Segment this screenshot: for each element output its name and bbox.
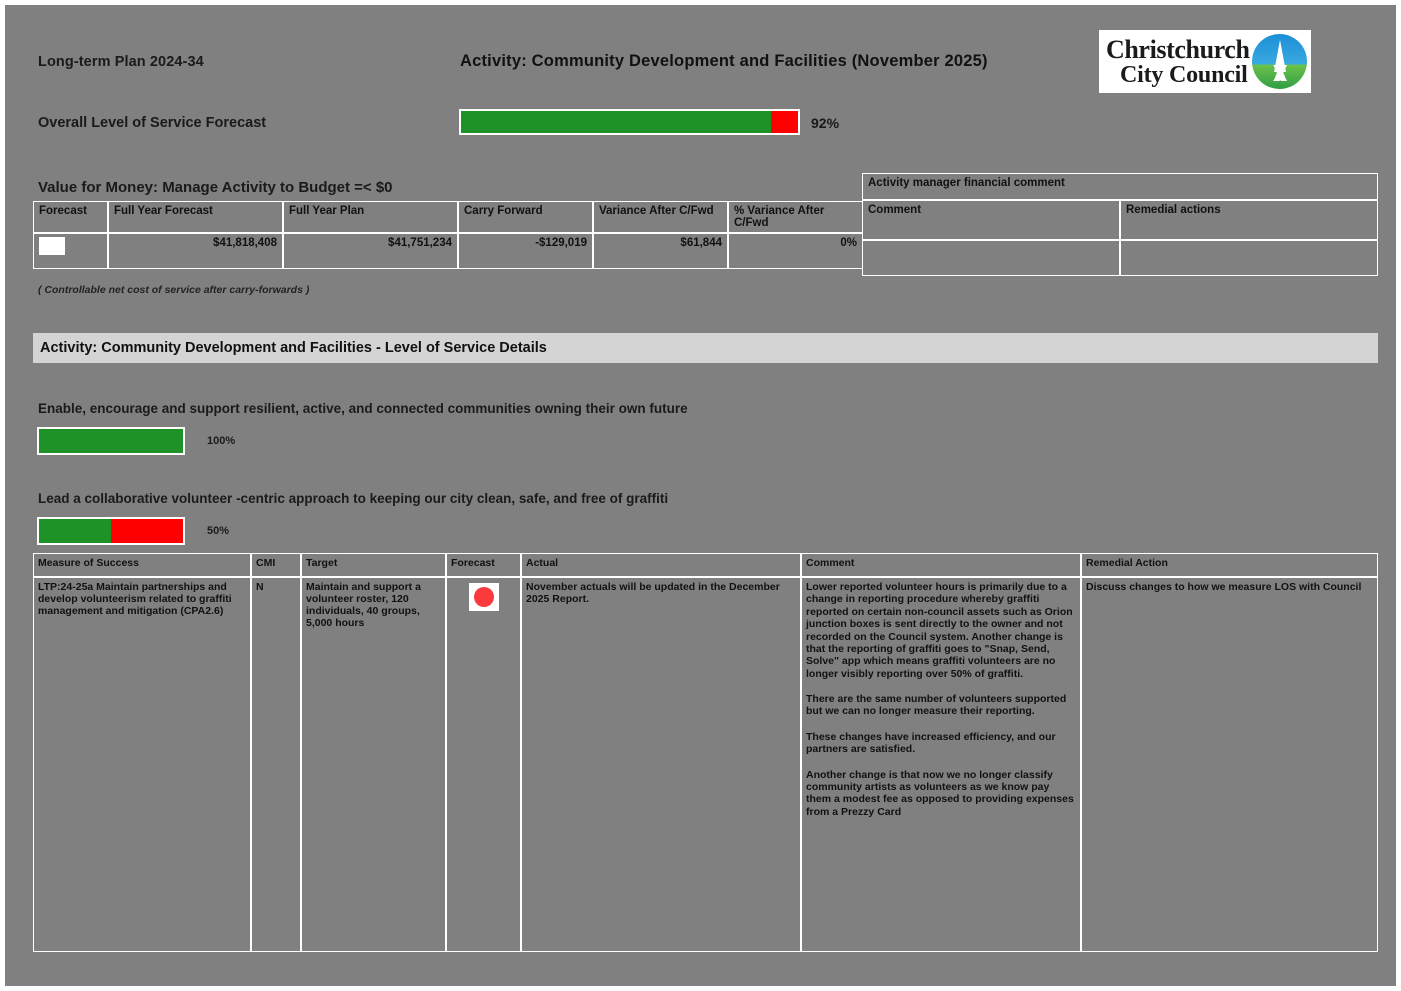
progress-red-segment	[771, 111, 798, 133]
col-carry-forward: Carry Forward	[458, 201, 593, 233]
comment-paragraph: Lower reported volunteer hours is primar…	[806, 581, 1073, 680]
logo-line-1: Christchurch	[1106, 34, 1250, 64]
los-group-2-heading: Lead a collaborative volunteer -centric …	[38, 491, 669, 506]
los-group-1-percent: 100%	[207, 435, 236, 447]
cell-actual: November actuals will be updated in the …	[521, 577, 801, 952]
section-band: Activity: Community Development and Faci…	[33, 333, 1378, 363]
cell-forecast-status	[33, 233, 108, 269]
progress-green-segment	[39, 429, 183, 453]
overall-los-percent: 92%	[811, 115, 840, 131]
col-target: Target	[301, 553, 446, 577]
page-title: Activity: Community Development and Faci…	[460, 52, 988, 70]
manager-panel-header-row: Comment Remedial actions	[862, 200, 1378, 240]
plan-label: Long-term Plan 2024-34	[38, 54, 204, 70]
cell-manager-remedial[interactable]	[1120, 240, 1378, 276]
cell-comment: Lower reported volunteer hours is primar…	[801, 577, 1081, 952]
comment-paragraph: These changes have increased efficiency,…	[806, 730, 1056, 756]
manager-panel-title-row: Activity manager financial comment	[862, 173, 1378, 200]
value-for-money-title: Value for Money: Manage Activity to Budg…	[38, 179, 393, 196]
cell-full-year-forecast: $41,818,408	[108, 233, 283, 269]
cell-pct-variance-after-cfwd: 0%	[728, 233, 863, 269]
cell-full-year-plan: $41,751,234	[283, 233, 458, 269]
comment-paragraph: Another change is that now we no longer …	[806, 768, 1074, 818]
value-for-money-note: ( Controllable net cost of service after…	[38, 284, 310, 296]
measures-table-wrapper: Measure of Success CMI Target Forecast A…	[33, 553, 1378, 952]
value-for-money-table: Forecast Full Year Forecast Full Year Pl…	[33, 201, 863, 269]
los-group-2-progress-bar	[37, 517, 185, 545]
cell-forecast-status	[446, 577, 521, 952]
status-dot	[473, 587, 494, 607]
col-measure-of-success: Measure of Success	[33, 553, 251, 577]
progress-green-segment	[461, 111, 772, 133]
cell-cmi: N	[251, 577, 301, 952]
measures-table: Measure of Success CMI Target Forecast A…	[33, 553, 1378, 952]
cell-target: Maintain and support a volunteer roster,…	[301, 577, 446, 952]
progress-green-segment	[39, 519, 111, 543]
los-group-1-heading: Enable, encourage and support resilient,…	[38, 401, 688, 416]
col-comment: Comment	[862, 200, 1120, 240]
section-band-title: Activity: Community Development and Faci…	[40, 340, 547, 356]
col-remedial-action: Remedial Action	[1081, 553, 1378, 577]
cell-measure-of-success: LTP:24-25a Maintain partnerships and dev…	[33, 577, 251, 952]
status-swatch-green	[39, 237, 65, 255]
spire-shape	[1273, 40, 1286, 72]
los-group-2-percent: 50%	[207, 525, 230, 537]
col-forecast: Forecast	[446, 553, 521, 577]
cell-carry-forward: -$129,019	[458, 233, 593, 269]
cathedral-emblem-icon	[1252, 34, 1307, 89]
overall-los-progress-bar	[459, 109, 800, 135]
col-actual: Actual	[521, 553, 801, 577]
col-remedial-actions: Remedial actions	[1120, 200, 1378, 240]
status-indicator-red	[468, 583, 499, 611]
christchurch-city-council-logo: Christchurch City Council	[1099, 30, 1311, 93]
col-full-year-plan: Full Year Plan	[283, 201, 458, 233]
col-comment: Comment	[801, 553, 1081, 577]
col-pct-variance-after-cfwd: % Variance After C/Fwd	[728, 201, 863, 233]
col-cmi: CMI	[251, 553, 301, 577]
progress-red-segment	[111, 519, 183, 543]
table-row: LTP:24-25a Maintain partnerships and dev…	[33, 577, 1378, 952]
table-row: $41,818,408 $41,751,234 -$129,019 $61,84…	[33, 233, 863, 269]
table-header-row: Forecast Full Year Forecast Full Year Pl…	[33, 201, 863, 233]
comment-paragraph: There are the same number of volunteers …	[806, 693, 1067, 718]
manager-panel-title: Activity manager financial comment	[862, 173, 1378, 200]
col-variance-after-cfwd: Variance After C/Fwd	[593, 201, 728, 233]
col-full-year-forecast: Full Year Forecast	[108, 201, 283, 233]
logo-line-2: City Council	[1120, 61, 1248, 88]
table-header-row: Measure of Success CMI Target Forecast A…	[33, 553, 1378, 577]
logo-wordmark: Christchurch City Council	[1106, 34, 1250, 88]
cell-manager-comment[interactable]	[862, 240, 1120, 276]
manager-panel-value-row	[862, 240, 1378, 276]
cell-variance-after-cfwd: $61,844	[593, 233, 728, 269]
los-group-1-progress-bar	[37, 427, 185, 455]
col-forecast: Forecast	[33, 201, 108, 233]
activity-manager-financial-comment-table: Activity manager financial comment Comme…	[862, 173, 1378, 276]
cell-remedial-action: Discuss changes to how we measure LOS wi…	[1081, 577, 1378, 952]
overall-los-label: Overall Level of Service Forecast	[38, 115, 267, 131]
vee-shape	[1252, 65, 1307, 81]
